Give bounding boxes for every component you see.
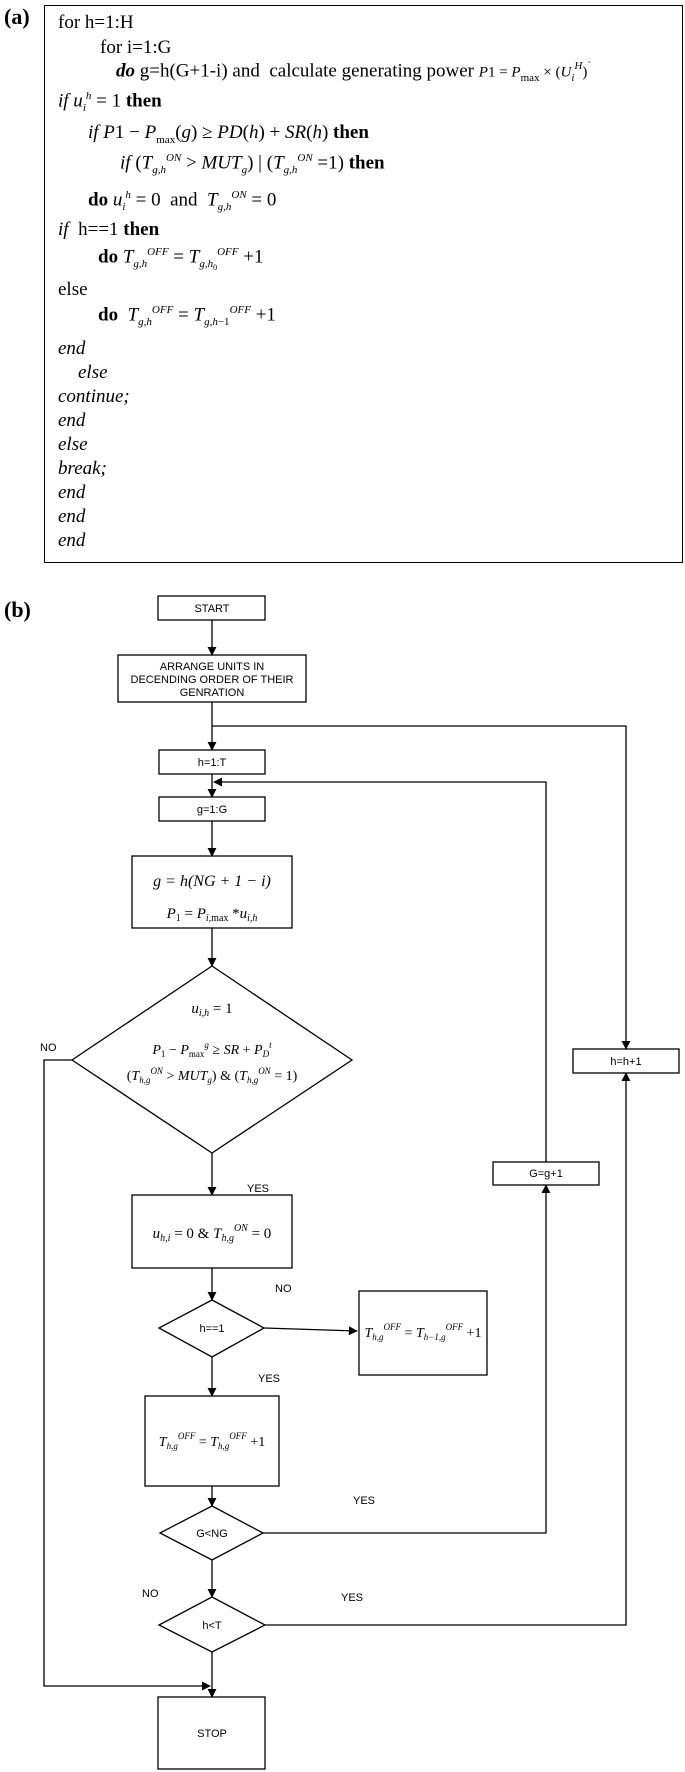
h-incr-text: h=h+1 [610, 1056, 641, 1068]
edge-to-h-incr [212, 725, 631, 1050]
code-line-11: do Tg,hOFF = Tg,h−1OFF +1 [98, 304, 276, 329]
start-text: START [194, 603, 229, 615]
pseudocode-box [44, 5, 683, 563]
arrange-text-1: ARRANGE UNITS IN [160, 661, 265, 673]
g-loop-text: g=1:G [197, 804, 227, 816]
arrange-text-3: GENRATION [180, 687, 245, 699]
code-line-15: end [58, 410, 86, 431]
code-line-16: else [58, 434, 88, 455]
start-node [157, 595, 266, 621]
set-zero-eq: uh,i = 0 & Th,gON = 0 [153, 1223, 272, 1244]
g-less-text: G<NG [196, 1528, 227, 1540]
h-eq-1-diamond [157, 1299, 266, 1358]
code-line-6: if (Tg,hON > MUTg) | (Tg,hON =1) then [120, 152, 385, 177]
code-line-19: end [58, 506, 86, 527]
panel-b-label: (b) [4, 597, 31, 622]
code-line-18: end [58, 482, 86, 503]
edge-label-no-hless: NO [142, 1588, 159, 1600]
code-line-14: continue; [58, 386, 130, 407]
cond-eq-1: ui,h = 1 [191, 1001, 232, 1019]
h-less-text: h<T [202, 1620, 222, 1632]
panel-a-label: (a) [4, 4, 30, 29]
code-line-9: do Tg,hOFF = Tg,h0OFF +1 [98, 246, 264, 273]
calc-node [131, 855, 293, 929]
cond-eq-3: (Th,gON > MUTg) & (Th,gON = 1) [127, 1066, 298, 1085]
stop-node [157, 1696, 266, 1770]
stop-text: STOP [197, 1728, 227, 1740]
edge-label-no-left: NO [40, 1042, 57, 1054]
off-incr-node [144, 1395, 280, 1487]
calc-eq-1: g = h(NG + 1 − i) [153, 873, 271, 890]
h-incr-node [572, 1048, 680, 1074]
h-loop-node [158, 749, 266, 775]
g-less-diamond [158, 1505, 265, 1561]
edge-label-yes-h1: YES [258, 1373, 280, 1385]
edge-h1-offprev [263, 1326, 358, 1336]
code-line-13: else [78, 362, 108, 383]
edge-cond-no-stop [43, 1059, 211, 1691]
code-line-2: for i=1:G [100, 37, 172, 58]
code-line-5: if P1 − Pmax(g) ≥ PD(h) + SR(h) then [88, 122, 369, 146]
code-line-7: do uih = 0 and Tg,hON = 0 [88, 189, 277, 214]
off-prev-node [358, 1290, 488, 1376]
edge-gless-gincr [263, 1184, 551, 1534]
edge-hless-hincr [265, 1072, 631, 1626]
code-line-3: do g=h(G+1-i) and calculate generating p… [116, 60, 592, 85]
edge-label-yes-hless: YES [341, 1592, 363, 1604]
code-line-4: if uih = 1 then [58, 90, 162, 115]
arrange-text-2: DECENDING ORDER OF THEIR [131, 674, 294, 686]
edge-label-yes-gless: YES [353, 1495, 375, 1507]
condition-diamond [70, 965, 354, 1154]
edge-gincr-gloop [213, 777, 547, 1162]
arrange-node [117, 654, 307, 703]
off-incr-eq: Th,gOFF = Th,gOFF +1 [159, 1431, 265, 1451]
h-loop-text: h=1:T [198, 757, 227, 769]
g-loop-node [158, 796, 266, 822]
g-incr-text: G=g+1 [529, 1168, 563, 1180]
code-line-17: break; [58, 458, 107, 479]
code-line-8: if h==1 then [58, 219, 160, 240]
h-less-diamond [157, 1596, 267, 1653]
code-line-12: end [58, 338, 86, 359]
off-prev-eq: Th,gOFF = Th−1,gOFF +1 [365, 1322, 482, 1342]
edge-label-yes-cond: YES [247, 1183, 269, 1195]
edge-label-no-h1: NO [275, 1283, 292, 1295]
code-line-20: end [58, 530, 86, 551]
g-incr-node [492, 1161, 600, 1186]
set-zero-node [131, 1194, 293, 1269]
calc-eq-2: P1 = Pi,max *ui,h [166, 906, 258, 924]
code-line-1: for h=1:H [58, 12, 134, 33]
cond-eq-2: P1 − Pmaxg ≥ SR + PDt [151, 1040, 272, 1059]
h-eq-1-text: h==1 [199, 1323, 224, 1335]
code-line-10: else [58, 279, 88, 300]
